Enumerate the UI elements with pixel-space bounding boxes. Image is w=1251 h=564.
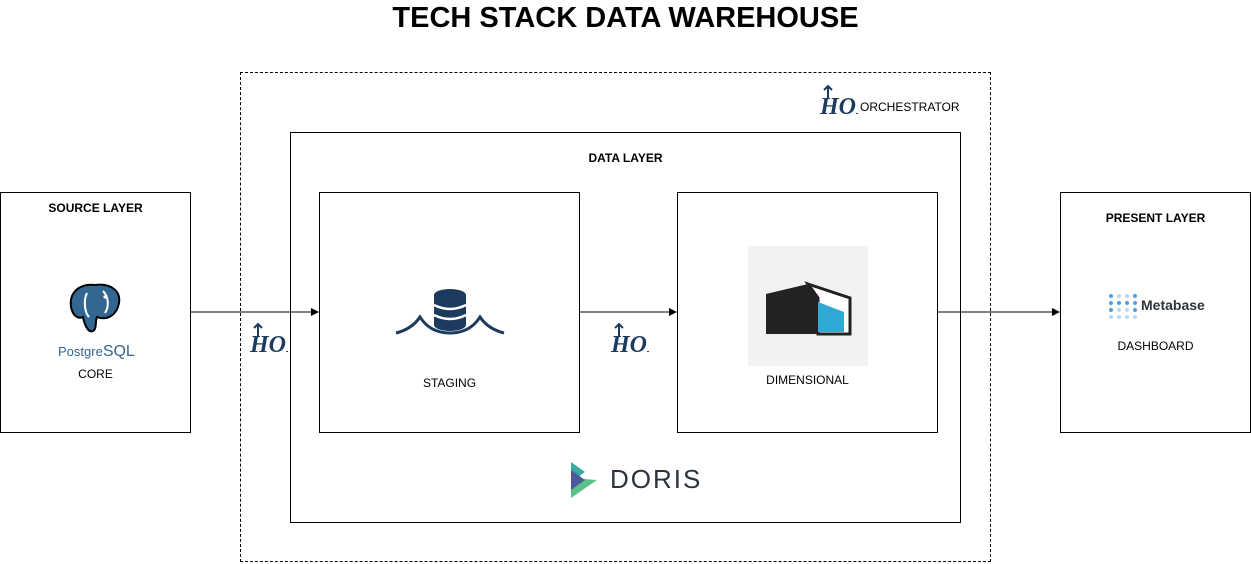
source-layer-caption: CORE [78, 367, 113, 381]
doris-logo-icon [567, 460, 603, 500]
hop-logo-icon: HOP [818, 84, 858, 124]
present-layer-caption: DASHBOARD [1117, 339, 1194, 353]
present-layer-box: PRESENT LAYER Metabase DASHBOARD [1060, 192, 1251, 433]
source-layer-heading: SOURCE LAYER [48, 201, 143, 215]
svg-text:HOP: HOP [610, 332, 649, 358]
postgresql-logo-text: PostgreSQL [58, 343, 135, 361]
database-icon [394, 285, 506, 343]
metabase-logo-text: Metabase [1141, 297, 1205, 313]
orchestrator-container [240, 72, 991, 562]
hop-connector-icon: HOP [248, 322, 288, 362]
postgresql-text-a: Postgre [58, 344, 103, 359]
source-layer-box: SOURCE LAYER PostgreSQL CORE [0, 192, 191, 433]
svg-text:HOP: HOP [819, 94, 858, 120]
postgresql-elephant-icon [65, 281, 125, 337]
diagram-title: TECH STACK DATA WAREHOUSE [392, 2, 859, 34]
orchestrator-label: ORCHESTRATOR [860, 100, 960, 114]
svg-text:HOP: HOP [249, 332, 288, 358]
postgresql-text-b: SQL [102, 343, 135, 360]
metabase-icon [1107, 293, 1137, 319]
doris-name: DORIS [610, 464, 703, 494]
staging-caption: STAGING [422, 376, 477, 390]
staging-box: STAGING [319, 192, 580, 433]
dimensional-caption: DIMENSIONAL [766, 373, 849, 387]
warehouse-icon [748, 246, 868, 366]
hop-connector-icon: HOP [609, 322, 649, 362]
dimensional-box: DIMENSIONAL [677, 192, 938, 433]
present-layer-heading: PRESENT LAYER [1105, 211, 1206, 225]
data-layer-heading: DATA LAYER [588, 151, 663, 165]
